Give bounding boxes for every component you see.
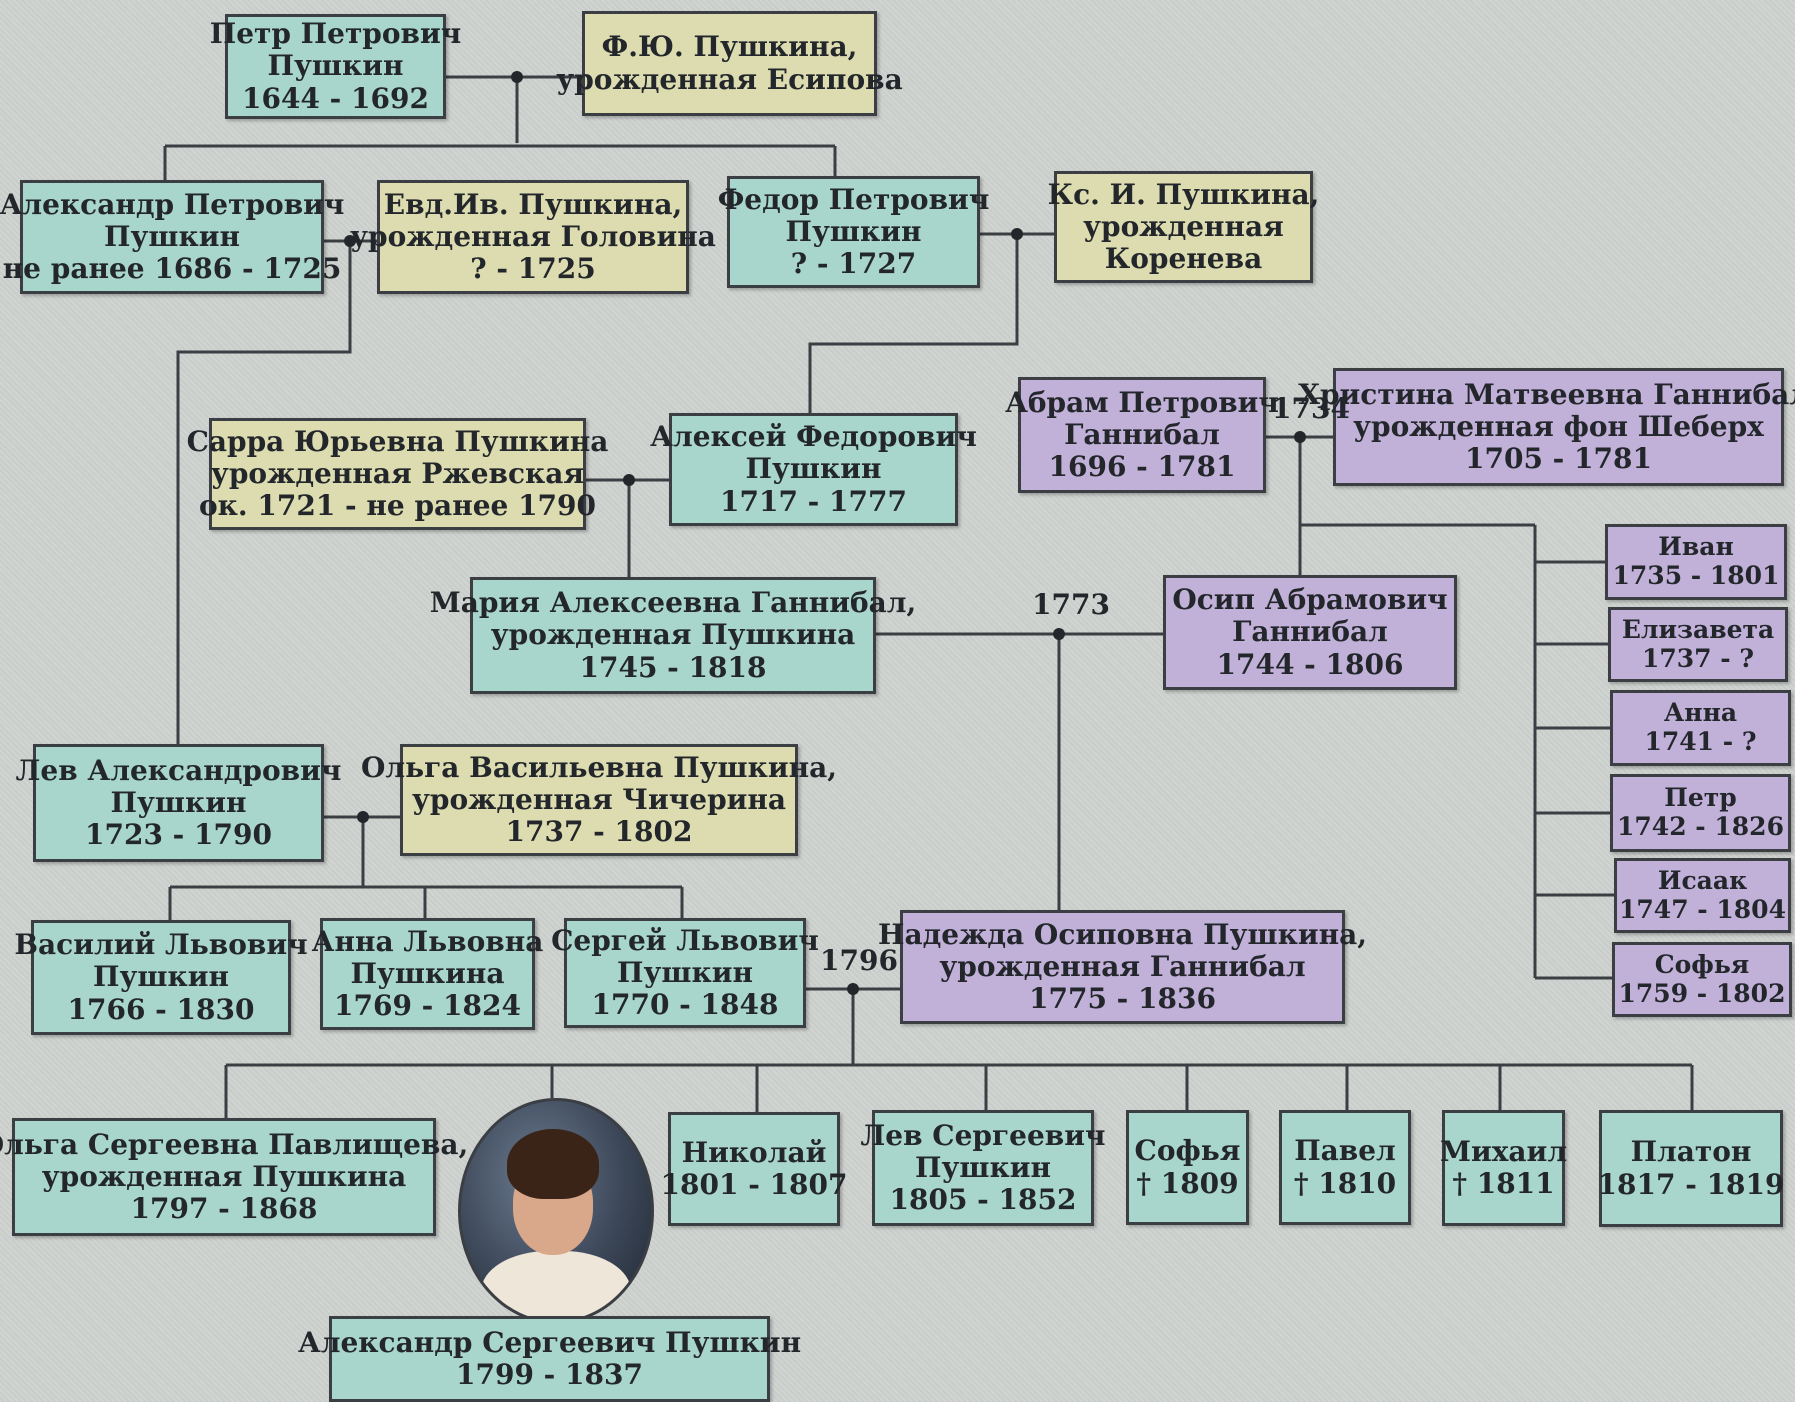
marriage-year-1734: 1734 xyxy=(1272,392,1350,425)
person-pavel: Павел † 1810 xyxy=(1279,1110,1411,1225)
marriage-year-1773: 1773 xyxy=(1032,588,1110,621)
person-fyu-pushkina: Ф.Ю. Пушкина, урожденная Есипова xyxy=(556,11,903,116)
person-lev-aleksandrovich: Лев Александрович Пушкин 1723 - 1790 xyxy=(16,744,341,862)
person-petr-gannibal: Петр 1742 - 1826 xyxy=(1610,774,1791,852)
person-ivan-gannibal: Иван 1735 - 1801 xyxy=(1605,524,1787,600)
person-petr-petrovich: Петр Петрович Пушкин 1644 - 1692 xyxy=(210,14,461,119)
person-olga-vasilevna: Ольга Васильевна Пушкина, урожденная Чич… xyxy=(361,744,837,856)
person-kseniya-pushkina: Кс. И. Пушкина, урожденная Коренева xyxy=(1048,171,1319,283)
person-isaak-gannibal: Исаак 1747 - 1804 xyxy=(1614,858,1791,933)
person-khristina-gannibal: Христина Матвеевна Ганнибал, урожденная … xyxy=(1298,368,1795,486)
person-nadezhda-osipovna: Надежда Осиповна Пушкина, урожденная Ган… xyxy=(878,910,1367,1024)
person-anna-lvovna: Анна Львовна Пушкина 1769 - 1824 xyxy=(312,918,543,1030)
person-fedor-petrovich: Федор Петрович Пушкин ? - 1727 xyxy=(718,176,989,288)
person-nikolay: Николай 1801 - 1807 xyxy=(661,1112,848,1226)
person-lev-sergeevich: Лев Сергеевич Пушкин 1805 - 1852 xyxy=(861,1110,1105,1226)
person-osip-gannibal: Осип Абрамович Ганнибал 1744 - 1806 xyxy=(1163,575,1457,690)
person-aleksey-fedorovich: Алексей Федорович Пушкин 1717 - 1777 xyxy=(650,413,977,526)
person-aleksandr-petrovich: Александр Петрович Пушкин не ранее 1686 … xyxy=(0,180,344,294)
portrait-image xyxy=(458,1098,654,1324)
person-sergey-lvovich: Сергей Львович Пушкин 1770 - 1848 xyxy=(551,918,819,1028)
person-mariya-gannibal: Мария Алексеевна Ганнибал, урожденная Пу… xyxy=(430,577,916,694)
person-evdokiya-pushkina: Евд.Ив. Пушкина, урожденная Головина ? -… xyxy=(350,180,716,294)
person-elizaveta-gannibal: Елизавета 1737 - ? xyxy=(1608,607,1788,682)
person-anna-gannibal: Анна 1741 - ? xyxy=(1610,690,1791,766)
person-abram-gannibal: Абрам Петрович Ганнибал 1696 - 1781 xyxy=(1005,377,1279,493)
person-mikhail: Михаил † 1811 xyxy=(1440,1110,1567,1226)
person-olga-sergeevna: Ольга Сергеевна Павлищева, урожденная Пу… xyxy=(0,1118,468,1236)
person-sofya-gannibal: Софья 1759 - 1802 xyxy=(1612,942,1792,1017)
person-platon: Платон 1817 - 1819 xyxy=(1598,1110,1785,1227)
person-aleksandr-sergeevich: Александр Сергеевич Пушкин 1799 - 1837 xyxy=(298,1316,801,1402)
person-sarra-pushkina: Сарра Юрьевна Пушкина урожденная Ржевска… xyxy=(187,418,608,530)
person-vasiliy-lvovich: Василий Львович Пушкин 1766 - 1830 xyxy=(14,920,308,1035)
marriage-year-1796: 1796 xyxy=(820,944,898,977)
person-sofya-sergeevna: Софья † 1809 xyxy=(1126,1110,1249,1225)
